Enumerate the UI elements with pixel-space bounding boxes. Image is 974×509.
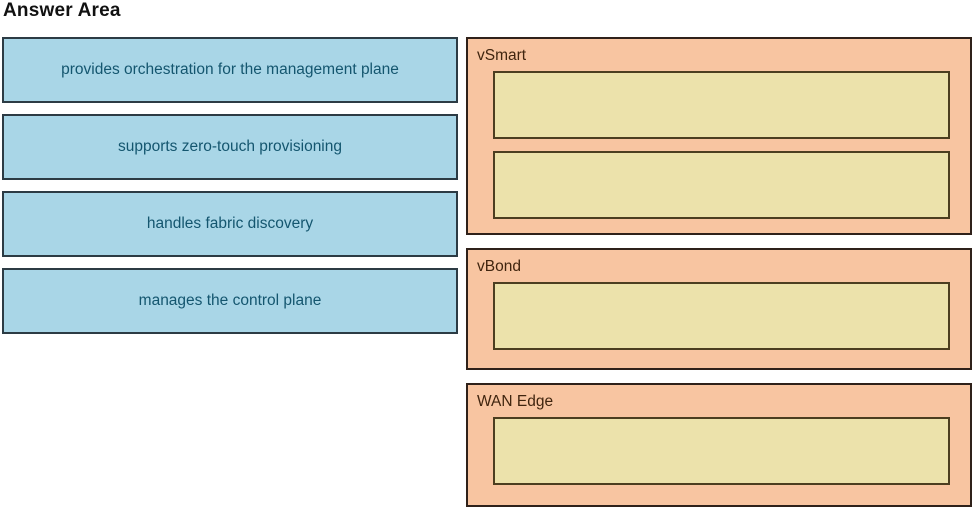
drag-option-fabric-discovery[interactable]: handles fabric discovery (2, 191, 458, 257)
page-title: Answer Area (3, 0, 121, 21)
targets-column: vSmart vBond WAN Edge (466, 37, 972, 507)
drop-zone-vsmart-1[interactable] (493, 71, 950, 139)
drag-option-control-plane[interactable]: manages the control plane (2, 268, 458, 334)
vsmart-slots (468, 71, 970, 219)
target-label-wan-edge: WAN Edge (477, 393, 554, 410)
target-panel-wan-edge: WAN Edge (466, 383, 972, 507)
target-panel-vbond: vBond (466, 248, 972, 370)
drop-zone-vbond-1[interactable] (493, 282, 950, 350)
options-column: provides orchestration for the managemen… (2, 37, 458, 334)
vbond-slots (468, 282, 970, 350)
drop-zone-wan-edge-1[interactable] (493, 417, 950, 485)
target-label-vsmart: vSmart (477, 47, 527, 64)
target-label-vbond: vBond (477, 258, 521, 275)
wan-edge-slots (468, 417, 970, 485)
target-panel-vsmart: vSmart (466, 37, 972, 235)
drop-zone-vsmart-2[interactable] (493, 151, 950, 219)
drag-option-zero-touch-provisioning[interactable]: supports zero-touch provisioning (2, 114, 458, 180)
drag-option-orchestration-management-plane[interactable]: provides orchestration for the managemen… (2, 37, 458, 103)
